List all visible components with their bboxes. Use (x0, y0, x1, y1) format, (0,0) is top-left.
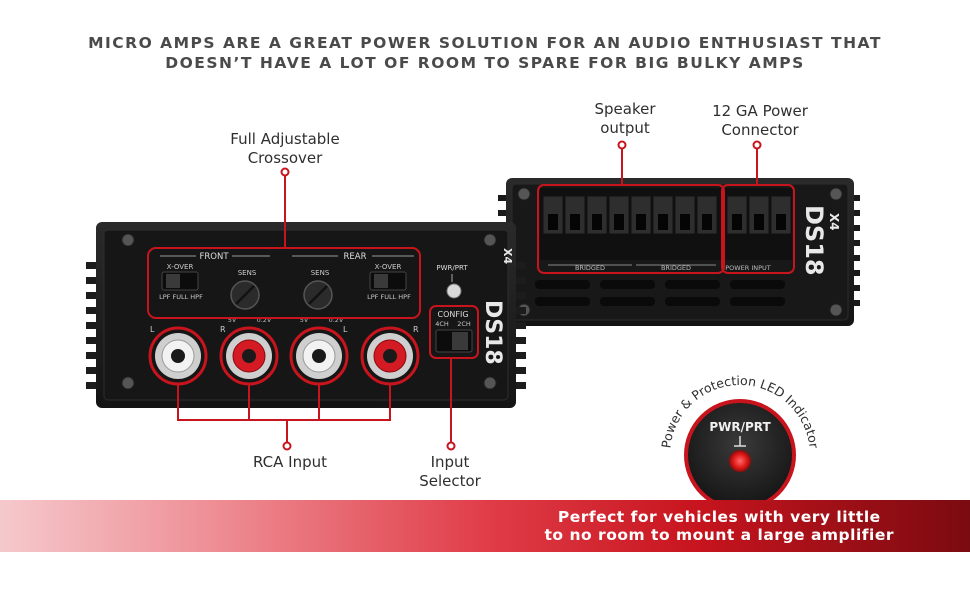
svg-text:0.2V: 0.2V (257, 316, 272, 324)
led-zoom-light (729, 450, 751, 472)
rear-amplifier: BRIDGED BRIDGED POWER INPUT DS18 X4 (498, 178, 860, 326)
crossover-callout: Full Adjustable Crossover (230, 130, 340, 167)
svg-text:2CH: 2CH (457, 320, 471, 328)
bridged-left-label: BRIDGED (575, 264, 605, 272)
rca-jack-3[interactable] (289, 326, 349, 386)
sens-right-label: SENS (311, 269, 330, 277)
input-selector-callout: Input Selector (419, 453, 481, 490)
xover-right-label: X-OVER (375, 263, 402, 271)
rear-vents (535, 280, 785, 306)
svg-text:5V: 5V (228, 316, 237, 324)
rca-r-1: R (220, 325, 226, 334)
front-logo: DS18 (480, 300, 505, 365)
xover-left-label: X-OVER (167, 263, 194, 271)
headline-line-1: MICRO AMPS ARE A GREAT POWER SOLUTION FO… (88, 34, 882, 52)
pwr-label: PWR/PRT (436, 264, 468, 272)
speaker-output-callout: Speaker output (594, 100, 656, 137)
rca-jack-2[interactable] (219, 326, 279, 386)
xover-left-options: LPF FULL HPF (159, 293, 203, 301)
power-connector-callout: 12 GA Power Connector (712, 102, 808, 139)
callout-dots (280, 140, 762, 451)
led-zoom: PWR/PRT Power & Protection LED Indicator (658, 373, 822, 511)
rca-l-1: L (150, 325, 155, 334)
rear-logo: DS18 (800, 205, 828, 276)
svg-text:0.2V: 0.2V (329, 316, 344, 324)
rca-input-callout: RCA Input (252, 453, 328, 471)
bridged-right-label: BRIDGED (661, 264, 691, 272)
led-zoom-label: PWR/PRT (709, 420, 771, 434)
front-model: X4 (501, 248, 514, 264)
banner-line-1: Perfect for vehicles with very little (557, 508, 881, 526)
banner-text: Perfect for vehicles with very little to… (545, 508, 894, 544)
headline: MICRO AMPS ARE A GREAT POWER SOLUTION FO… (0, 33, 970, 73)
power-input-label: POWER INPUT (725, 264, 771, 272)
sens-left-label: SENS (238, 269, 257, 277)
banner-line-2: to no room to mount a large amplifier (544, 526, 894, 544)
bottom-banner: Perfect for vehicles with very little to… (0, 500, 970, 552)
rca-r-2: R (413, 325, 419, 334)
front-left-fins (86, 262, 100, 389)
speaker-output-highlight (537, 184, 725, 274)
config-label: CONFIG (437, 310, 468, 319)
pwr-led (446, 283, 462, 299)
xover-right-options: LPF FULL HPF (367, 293, 411, 301)
front-right-fins (512, 262, 526, 389)
headline-line-2: DOESN’T HAVE A LOT OF ROOM TO SPARE FOR … (165, 54, 805, 72)
front-label: FRONT (199, 252, 229, 262)
rear-model: X4 (827, 213, 841, 231)
rca-jack-4[interactable] (360, 326, 420, 386)
callout-lines (177, 146, 758, 444)
svg-text:4CH: 4CH (435, 320, 449, 328)
rca-l-2: L (343, 325, 348, 334)
svg-text:5V: 5V (300, 316, 309, 324)
input-selector-highlight (429, 305, 479, 359)
rear-label: REAR (344, 252, 367, 262)
front-amplifier: FRONT REAR X-OVER LPF FULL HPF SENS 5V 0… (86, 222, 526, 408)
rca-jack-1[interactable] (148, 326, 208, 386)
